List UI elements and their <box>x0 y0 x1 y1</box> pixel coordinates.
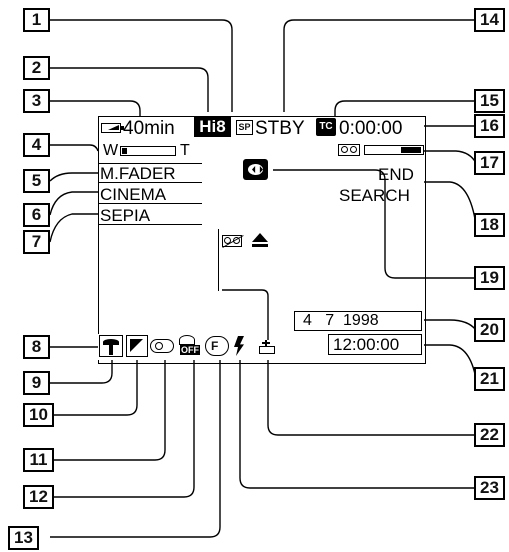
sp-label: SP <box>238 122 251 132</box>
leader-20 <box>424 319 477 331</box>
tc-icon: TC <box>316 118 336 136</box>
callout-12: 12 <box>23 485 54 509</box>
standby-label: STBY <box>255 118 305 139</box>
steady-shot-icon <box>150 339 174 353</box>
callout-15: 15 <box>474 89 505 113</box>
leader-22 <box>267 360 476 436</box>
cassette-warning-icon <box>257 340 277 356</box>
leader-22-inner <box>222 289 269 340</box>
callout-17: 17 <box>474 151 505 175</box>
leader-23 <box>239 360 476 489</box>
date-label: 4 7 1998 <box>303 312 379 329</box>
leader-18 <box>424 181 477 226</box>
eject-icon <box>252 233 268 247</box>
leader-3 <box>50 100 141 116</box>
tc-label: TC <box>319 121 333 132</box>
callout-23: 23 <box>474 476 505 500</box>
leader-5 <box>49 172 98 182</box>
tape-indicator-box <box>218 229 219 291</box>
callout-6: 6 <box>23 203 50 227</box>
mfader-box <box>98 163 202 183</box>
callout-21: 21 <box>474 367 505 391</box>
flash-icon <box>232 336 246 356</box>
sp-icon: SP <box>236 120 253 135</box>
callout-10: 10 <box>23 403 54 427</box>
cinema-box <box>98 184 202 204</box>
callout-13: 13 <box>8 526 39 550</box>
callout-9: 9 <box>23 371 50 395</box>
callout-20: 20 <box>474 318 505 342</box>
leader-17 <box>424 150 477 164</box>
nightshot-off-label: OFF <box>180 345 200 355</box>
leader-7 <box>49 213 98 243</box>
battery-remaining: 40min <box>123 118 175 139</box>
format-label: Hi8 <box>199 117 226 136</box>
tape-remaining-bar <box>364 145 424 155</box>
callout-5: 5 <box>23 169 50 193</box>
battery-icon <box>101 123 124 133</box>
backlight-icon <box>126 335 148 357</box>
leader-4 <box>50 144 99 152</box>
callout-18: 18 <box>474 213 505 237</box>
callout-14: 14 <box>474 8 505 32</box>
zoom-bar <box>120 146 176 156</box>
time-box <box>328 334 422 355</box>
leader-10 <box>50 360 138 416</box>
callout-4: 4 <box>23 133 50 157</box>
leader-1 <box>50 19 233 112</box>
callout-19: 19 <box>474 266 505 290</box>
format-hi8-icon: Hi8 <box>194 117 231 137</box>
leader-13 <box>50 360 221 538</box>
tape-remaining-icon <box>338 144 360 156</box>
callout-1: 1 <box>23 8 50 32</box>
leader-6 <box>49 191 98 216</box>
picture-effect-icon <box>243 159 268 180</box>
leader-19 <box>273 169 476 279</box>
end-search-end: END <box>378 165 414 184</box>
nightshot-off-icon: OFF <box>177 335 201 357</box>
callout-22: 22 <box>474 423 505 447</box>
callout-8: 8 <box>23 335 50 359</box>
time-counter: 0:00:00 <box>339 118 403 139</box>
callout-2: 2 <box>23 56 50 80</box>
leader-21 <box>424 344 477 380</box>
end-search-search: SEARCH <box>339 186 410 205</box>
sepia-label: SEPIA <box>100 206 151 225</box>
cinema-label: CINEMA <box>100 185 167 204</box>
zoom-w-label: W <box>103 142 119 159</box>
landscape-mode-icon <box>99 335 123 357</box>
callout-11: 11 <box>23 448 54 472</box>
callout-3: 3 <box>23 89 50 113</box>
callout-7: 7 <box>23 230 50 254</box>
leader-12 <box>50 360 195 498</box>
leader-15 <box>334 100 476 116</box>
no-tape-icon <box>222 235 244 248</box>
leader-14 <box>283 19 476 112</box>
time-label: 12:00:00 <box>333 335 400 354</box>
sepia-box <box>98 205 202 225</box>
leader-2 <box>50 67 209 112</box>
self-timer-label: F <box>211 339 219 353</box>
date-box <box>294 311 422 331</box>
leader-11 <box>50 360 166 461</box>
leader-9 <box>50 360 113 384</box>
callout-16: 16 <box>474 114 505 138</box>
self-timer-icon: F <box>205 336 229 356</box>
mfader-label: M.FADER <box>100 164 176 183</box>
viewfinder-frame <box>98 116 426 364</box>
zoom-t-label: T <box>180 142 190 159</box>
